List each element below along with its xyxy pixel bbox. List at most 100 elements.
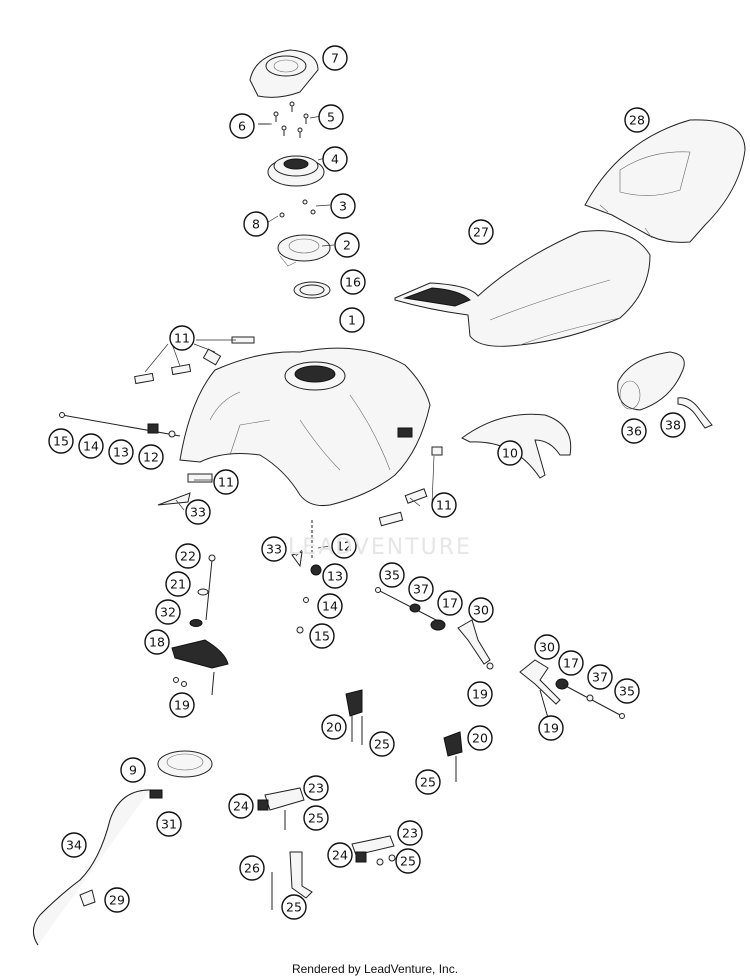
callout[interactable]: 37 <box>408 576 434 602</box>
callout[interactable]: 13 <box>108 439 134 465</box>
leader-lines <box>144 115 435 557</box>
callout[interactable]: 11 <box>213 469 239 495</box>
callout[interactable]: 1 <box>339 307 365 333</box>
callout[interactable]: 9 <box>120 757 146 783</box>
svg-text:33: 33 <box>266 542 282 557</box>
callout[interactable]: 35 <box>379 562 405 588</box>
callout[interactable]: 31 <box>156 811 182 837</box>
callout[interactable]: 21 <box>165 571 191 597</box>
foam-pad <box>617 351 685 411</box>
svg-text:20: 20 <box>472 731 488 746</box>
svg-text:27: 27 <box>473 225 489 240</box>
callout[interactable]: 8 <box>243 211 269 237</box>
svg-text:38: 38 <box>665 418 681 433</box>
fuel-pump-flange <box>149 750 213 799</box>
callout[interactable]: 19 <box>467 681 493 707</box>
fuel-hose <box>33 789 151 946</box>
svg-text:5: 5 <box>327 110 335 125</box>
callout[interactable]: 16 <box>340 269 366 295</box>
svg-text:28: 28 <box>629 113 645 128</box>
callout[interactable]: 24 <box>327 842 353 868</box>
callout[interactable]: 6 <box>229 113 255 139</box>
callout[interactable]: 15 <box>48 428 74 454</box>
svg-text:25: 25 <box>286 900 302 915</box>
svg-text:4: 4 <box>331 152 339 167</box>
footer-credit: Rendered by LeadVenture, Inc. <box>291 962 459 976</box>
svg-text:13: 13 <box>327 569 343 584</box>
svg-text:3: 3 <box>339 199 347 214</box>
callout[interactable]: 25 <box>415 769 441 795</box>
callout[interactable]: 32 <box>155 599 181 625</box>
callout[interactable]: 25 <box>281 894 307 920</box>
svg-text:23: 23 <box>308 781 324 796</box>
center-bolt-stack <box>291 520 322 634</box>
callout[interactable]: 23 <box>397 820 423 846</box>
callout[interactable]: 36 <box>621 418 647 444</box>
callout[interactable]: 37 <box>587 664 613 690</box>
callout[interactable]: 10 <box>497 440 523 466</box>
svg-text:35: 35 <box>384 568 400 583</box>
callout[interactable]: 22 <box>175 543 201 569</box>
callout[interactable]: 17 <box>437 590 463 616</box>
svg-text:21: 21 <box>170 577 186 592</box>
callout[interactable]: 34 <box>61 832 87 858</box>
callout[interactable]: 7 <box>322 45 348 71</box>
screws <box>258 101 309 138</box>
callout[interactable]: 33 <box>261 536 287 562</box>
callout[interactable]: 2 <box>334 232 360 258</box>
callout[interactable]: 29 <box>104 887 130 913</box>
svg-text:32: 32 <box>160 605 176 620</box>
svg-text:37: 37 <box>413 582 429 597</box>
callout[interactable]: 33 <box>185 499 211 525</box>
callout[interactable]: 3 <box>330 193 356 219</box>
callout[interactable]: 25 <box>303 805 329 831</box>
callout[interactable]: 12 <box>331 533 357 559</box>
callout[interactable]: 25 <box>395 848 421 874</box>
callout[interactable]: 17 <box>558 650 584 676</box>
rear-mount-left <box>375 587 494 670</box>
svg-text:8: 8 <box>252 217 260 232</box>
callout[interactable]: 14 <box>78 433 104 459</box>
tank-decals <box>134 336 443 527</box>
callout[interactable]: 30 <box>534 634 560 660</box>
svg-text:30: 30 <box>473 603 489 618</box>
callout[interactable]: 14 <box>317 593 343 619</box>
callout[interactable]: 18 <box>144 629 170 655</box>
callout[interactable]: 26 <box>239 855 265 881</box>
callout[interactable]: 11 <box>431 492 457 518</box>
callout[interactable]: 30 <box>468 597 494 623</box>
svg-text:12: 12 <box>143 450 159 465</box>
side-bolt-assembly <box>59 412 181 438</box>
svg-text:24: 24 <box>332 848 348 863</box>
callout[interactable]: 13 <box>322 563 348 589</box>
callout[interactable]: 11 <box>169 325 195 351</box>
svg-text:19: 19 <box>472 687 488 702</box>
callout[interactable]: 20 <box>467 725 493 751</box>
svg-text:15: 15 <box>314 629 330 644</box>
callout[interactable]: 35 <box>614 678 640 704</box>
gasket-ring <box>293 281 331 299</box>
callout[interactable]: 23 <box>303 775 329 801</box>
svg-text:17: 17 <box>563 656 579 671</box>
callout[interactable]: 12 <box>138 444 164 470</box>
callout[interactable]: 4 <box>322 146 348 172</box>
callout[interactable]: 27 <box>468 219 494 245</box>
svg-text:24: 24 <box>233 799 249 814</box>
callout[interactable]: 5 <box>318 104 344 130</box>
fuel-cap-cover <box>249 49 319 98</box>
svg-text:25: 25 <box>400 854 416 869</box>
svg-text:25: 25 <box>374 737 390 752</box>
svg-text:37: 37 <box>592 670 608 685</box>
svg-text:13: 13 <box>113 445 129 460</box>
callout[interactable]: 15 <box>309 623 335 649</box>
callout[interactable]: 19 <box>538 715 564 741</box>
callout[interactable]: 24 <box>228 793 254 819</box>
callout[interactable]: 28 <box>624 107 650 133</box>
callout[interactable]: 25 <box>369 731 395 757</box>
fuel-tank <box>179 347 431 506</box>
svg-text:6: 6 <box>238 119 246 134</box>
callout[interactable]: 19 <box>169 692 195 718</box>
callout[interactable]: 38 <box>660 412 686 438</box>
callout[interactable]: 20 <box>321 714 347 740</box>
svg-text:25: 25 <box>308 811 324 826</box>
